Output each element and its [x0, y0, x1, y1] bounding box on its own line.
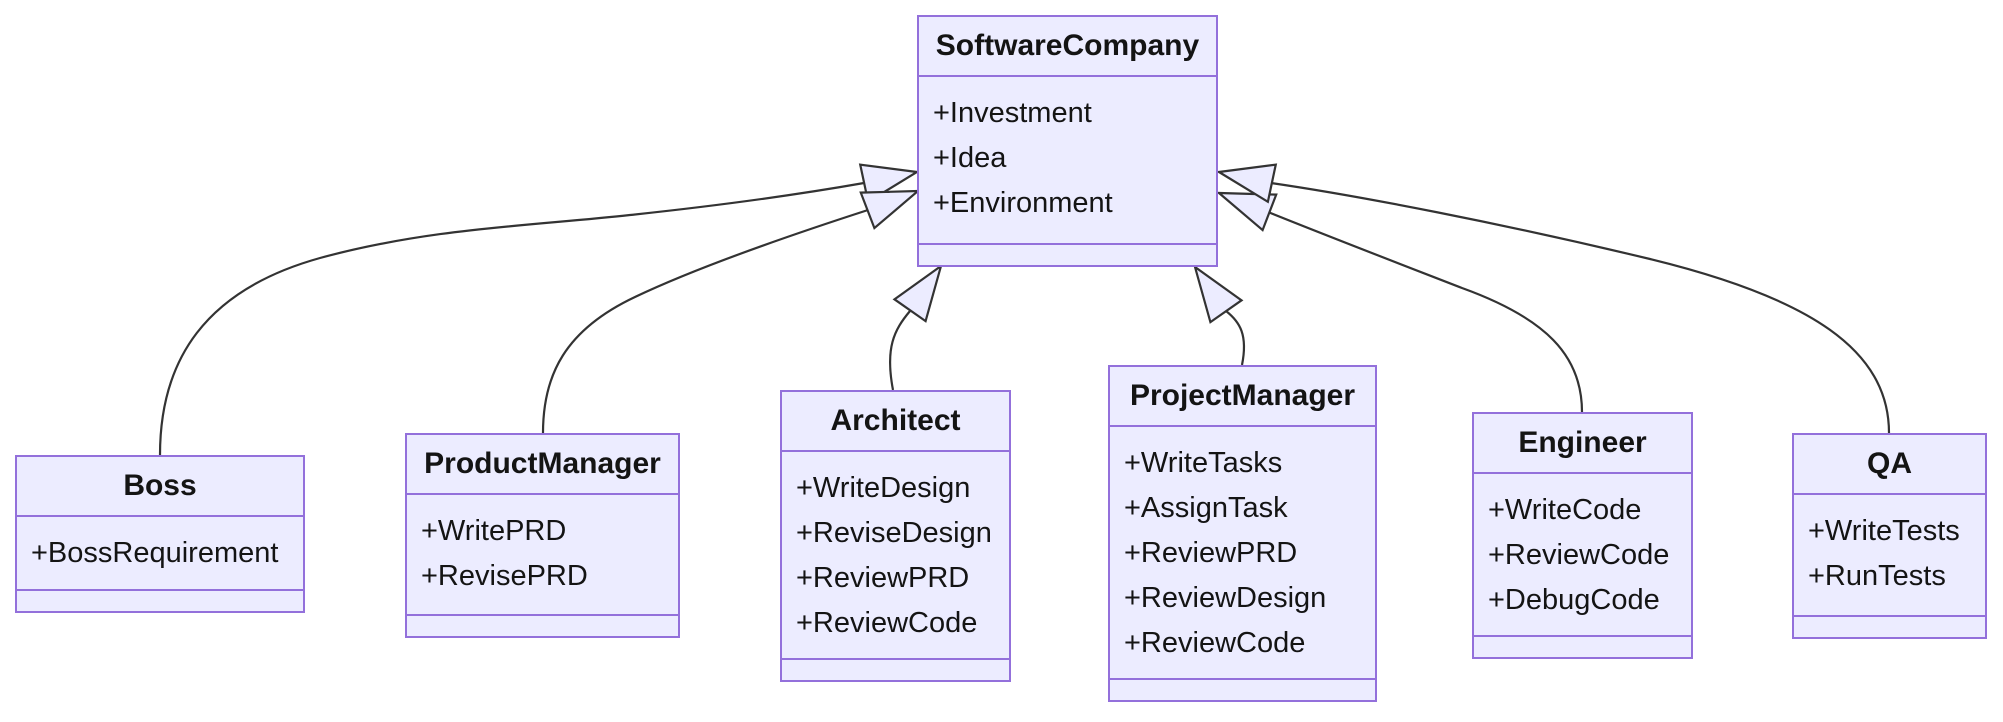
class-title-architect: Architect — [782, 392, 1009, 452]
class-member: +WriteDesign — [796, 472, 971, 504]
inheritance-arrowhead-engineer — [1215, 191, 1278, 232]
class-member: +WriteCode — [1488, 494, 1642, 526]
edge-boss-to-softwarecompany — [158, 181, 865, 456]
class-member: +AssignTask — [1124, 492, 1288, 524]
class-box-productmanager: ProductManager +WritePRD +RevisePRD — [405, 433, 680, 638]
class-member: +ReviewPRD — [796, 562, 970, 594]
class-member: +ReviewDesign — [1124, 582, 1327, 614]
class-methods-section-softwarecompany — [919, 243, 1216, 265]
class-member: +Idea — [933, 142, 1007, 174]
class-box-softwarecompany: SoftwareCompany +Investment +Idea +Envir… — [917, 15, 1218, 267]
class-members-engineer: +WriteCode +ReviewCode +DebugCode — [1474, 474, 1691, 635]
edge-projectmanager-to-softwarecompany — [1225, 310, 1246, 366]
edge-productmanager-to-softwarecompany — [541, 208, 869, 434]
inheritance-arrowhead-qa — [1215, 163, 1278, 204]
class-member: +WritePRD — [421, 515, 567, 547]
class-members-softwarecompany: +Investment +Idea +Environment — [919, 77, 1216, 243]
class-title-projectmanager: ProjectManager — [1110, 367, 1375, 427]
class-members-productmanager: +WritePRD +RevisePRD — [407, 495, 678, 614]
class-member: +ReviewPRD — [1124, 537, 1298, 569]
class-member: +ReviewCode — [1488, 539, 1670, 571]
class-members-qa: +WriteTests +RunTests — [1794, 495, 1985, 615]
edge-architect-to-softwarecompany — [889, 310, 911, 391]
edge-qa-to-softwarecompany — [1270, 181, 1891, 434]
class-member: +Investment — [933, 97, 1092, 129]
class-box-qa: QA +WriteTests +RunTests — [1792, 433, 1987, 639]
class-members-boss: +BossRequirement — [17, 517, 303, 589]
inheritance-arrowhead-projectmanager — [1193, 264, 1244, 324]
class-title-qa: QA — [1794, 435, 1985, 495]
class-box-boss: Boss +BossRequirement — [15, 455, 305, 613]
inheritance-arrowhead-architect — [892, 263, 943, 323]
class-title-engineer: Engineer — [1474, 414, 1691, 474]
class-member: +ReviewCode — [796, 607, 978, 639]
class-methods-section-productmanager — [407, 614, 678, 636]
class-methods-section-qa — [1794, 615, 1985, 637]
class-methods-section-projectmanager — [1110, 678, 1375, 700]
class-title-softwarecompany: SoftwareCompany — [919, 17, 1216, 77]
class-member: +DebugCode — [1488, 584, 1660, 616]
class-member: +Environment — [933, 187, 1113, 219]
class-box-engineer: Engineer +WriteCode +ReviewCode +DebugCo… — [1472, 412, 1693, 659]
class-member: +ReviseDesign — [796, 517, 992, 549]
class-methods-section-engineer — [1474, 635, 1691, 657]
class-title-productmanager: ProductManager — [407, 435, 678, 495]
class-member: +BossRequirement — [31, 537, 279, 569]
edge-engineer-to-softwarecompany — [1267, 210, 1584, 413]
class-member: +WriteTests — [1808, 515, 1960, 547]
class-member: +RevisePRD — [421, 560, 588, 592]
class-methods-section-boss — [17, 589, 303, 611]
class-box-architect: Architect +WriteDesign +ReviseDesign +Re… — [780, 390, 1011, 682]
class-box-projectmanager: ProjectManager +WriteTasks +AssignTask +… — [1108, 365, 1377, 702]
class-members-architect: +WriteDesign +ReviseDesign +ReviewPRD +R… — [782, 452, 1009, 658]
class-member: +WriteTasks — [1124, 447, 1283, 479]
class-member: +ReviewCode — [1124, 627, 1306, 659]
class-methods-section-architect — [782, 658, 1009, 680]
class-members-projectmanager: +WriteTasks +AssignTask +ReviewPRD +Revi… — [1110, 427, 1375, 678]
inheritance-arrowhead-productmanager — [859, 189, 922, 230]
class-title-boss: Boss — [17, 457, 303, 517]
class-member: +RunTests — [1808, 560, 1946, 592]
